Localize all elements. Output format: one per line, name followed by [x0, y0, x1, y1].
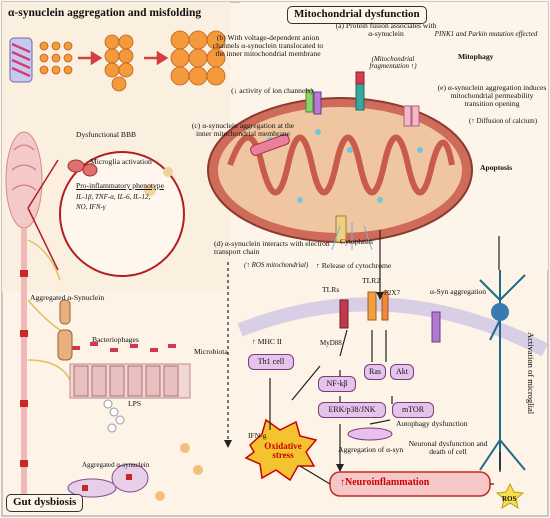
mitochondrion [207, 71, 473, 243]
membrane-proteins [305, 71, 420, 243]
fibril-cluster [170, 30, 226, 86]
aggregation-arrows [78, 50, 169, 66]
label-cytoplasm: Cytoplasm [340, 237, 373, 246]
label-tlr2: TLR2 [362, 276, 381, 285]
label-bbb: Dysfunctional BBB [76, 130, 137, 139]
label-microglia-vertical: Activation of microglial [526, 332, 536, 415]
label-ros: ROS [502, 495, 517, 503]
gut-epithelium [57, 299, 203, 501]
cyt-c-burst [331, 222, 373, 251]
panel-title-mitochondria: Mitochondrial dysfunction [287, 6, 427, 24]
label-aggregated-syn: Aggregated α-Synuclein [30, 293, 105, 302]
label-pro-inflammatory: Pro-inflammatory phenotype [76, 181, 164, 190]
label-mitophagy: Mitophagy [458, 52, 494, 61]
label-bacteriophages: Bacteriophages [92, 335, 139, 344]
label-syn-agg: Aggregation of α-syn [338, 445, 404, 454]
label-cytokines: IL-1β, TNF-α, IL-6, IL-12, [76, 193, 151, 201]
label-neuronal-dysfunction: Neuronal dysfunction and death of cell [408, 439, 488, 456]
label-cytochrome: ↑ Release of cytochrome [316, 261, 392, 270]
label-e: (e) α-synuclein aggregation induces mito… [437, 83, 547, 108]
label-cytokines-2: NO, IFN-γ [76, 203, 106, 211]
oligomer-cluster [104, 34, 134, 92]
panel-title-gut: Gut dysbiosis [6, 494, 84, 512]
label-autophagy: Autophagy dysfunction [396, 419, 468, 428]
brain-neuron [5, 131, 71, 505]
label-aggregated-syn-gut: Aggregated α-synuclein [82, 461, 150, 469]
label-b-sub: (↓ activity of ion channels) [231, 86, 313, 95]
label-calcium: (↑ Diffusion of calcium) [468, 117, 538, 125]
label-tlrs: TLRs [322, 285, 340, 294]
neuron-right [479, 270, 526, 471]
label-d: (d) α-synuclein interacts with electron … [214, 239, 330, 256]
label-a: (a) Protein fusion associates with α-syn… [335, 21, 437, 38]
label-mhc: ↑ MHC II [252, 337, 282, 346]
node-nfkb: NF-kβ [318, 376, 356, 392]
cell-membrane [237, 297, 549, 357]
label-myd88: MyD88 [320, 339, 342, 347]
fibril-icon [9, 37, 33, 83]
connector-arrows [227, 230, 501, 485]
label-c: (c) α-synuclein aggregation at the inner… [191, 121, 295, 138]
node-ras: Ras [364, 364, 386, 380]
label-pink1: PINK1 and Parkin mutation effected [434, 30, 538, 38]
label-lps: LPS [128, 399, 142, 408]
label-b: (b) With voltage-dependent anion channel… [212, 33, 324, 58]
label-neuroinflammation: ↑Neuroinflammation [340, 477, 430, 488]
bbb-circle [27, 151, 185, 277]
node-mtor: mTOR [392, 402, 434, 418]
oxidative-stress-burst [244, 418, 318, 482]
label-p2x7: P2X7 [384, 289, 400, 297]
ros-star [495, 482, 525, 510]
label-microbiota: Microbiota [194, 347, 228, 356]
label-ros-mito: (↑ ROS mitochondrial) [244, 261, 309, 269]
label-oxidative-stress: Oxidative stress [264, 441, 302, 461]
label-apoptosis: Apoptosis [480, 163, 513, 172]
node-akt: Akt [390, 364, 414, 380]
syn-aggregate [347, 427, 393, 441]
receptors [339, 291, 441, 343]
node-erk: ERK/p38/JNK [318, 402, 386, 418]
microglia-body [491, 303, 509, 321]
fibril-on-membrane [250, 134, 290, 156]
monomer-dots [39, 41, 73, 75]
label-fragmentation: (Mitochondrial fragmentation ↑) [369, 55, 417, 71]
label-microglia-activation: Microglia activation [90, 157, 152, 166]
label-ifn: IFN-g [248, 431, 267, 440]
node-th1: Th1 cell [248, 354, 294, 370]
panel-title-aggregation: α-synuclein aggregation and misfolding [8, 7, 202, 19]
arrowheads [224, 292, 384, 472]
label-syn-aggregation: α-Syn aggregation [430, 287, 487, 296]
